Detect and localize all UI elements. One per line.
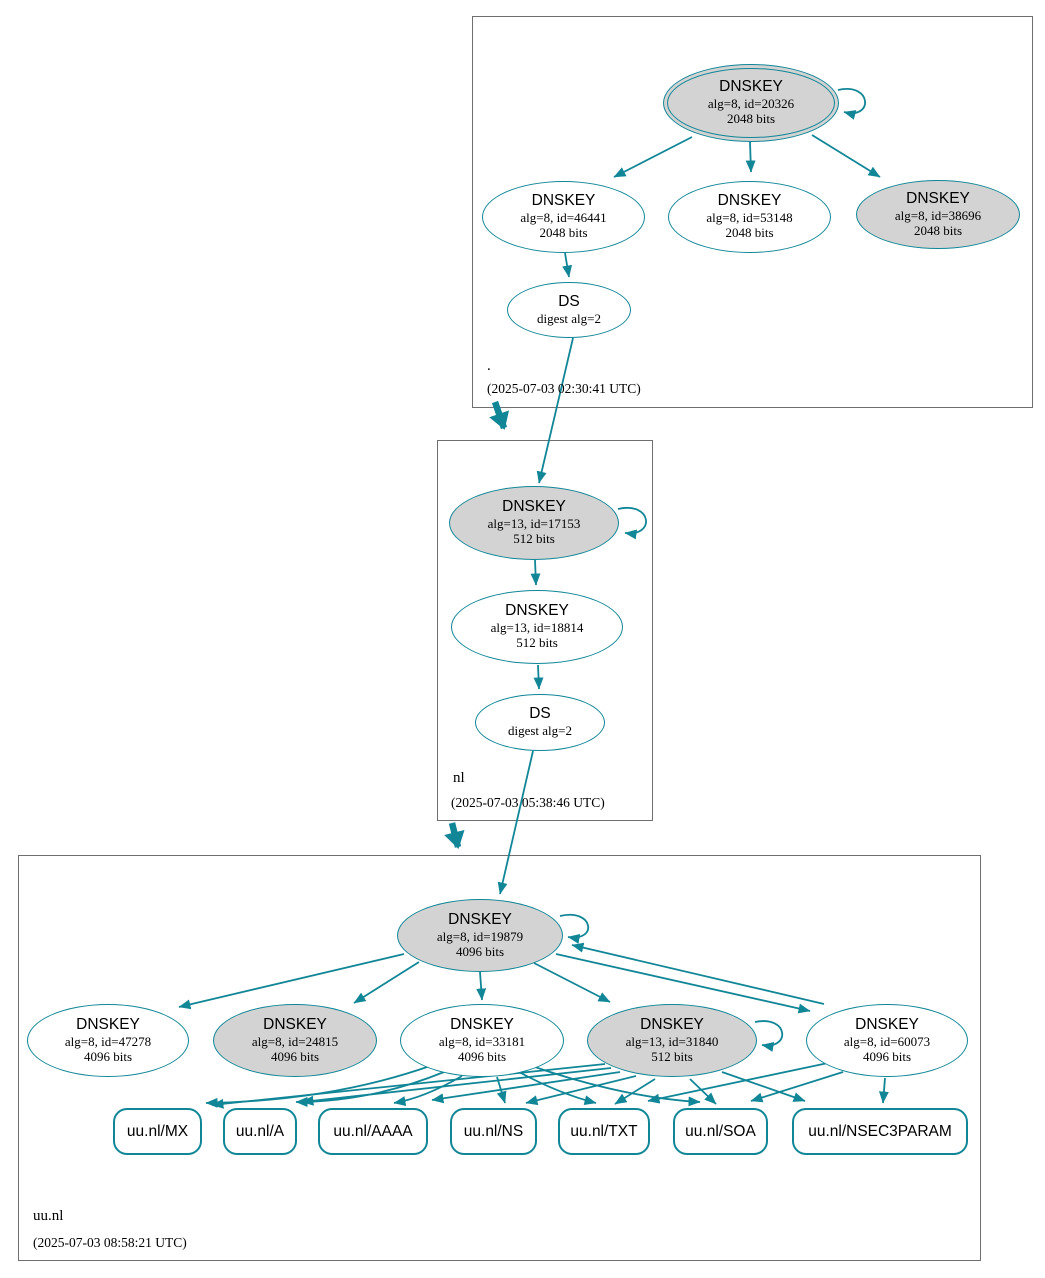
ds-title: DS	[529, 705, 551, 723]
edge-zone-nl-to-uu-nl	[444, 822, 465, 849]
dnskey-title: DNSKEY	[531, 192, 596, 210]
dnskey-node-38696[interactable]: DNSKEY alg=8, id=38696 2048 bits	[856, 180, 1020, 249]
dnskey-bits: 2048 bits	[726, 111, 776, 127]
dnskey-alg-id: alg=8, id=20326	[707, 96, 795, 112]
dnskey-title: DNSKEY	[502, 498, 566, 516]
dnskey-bits: 4096 bits	[862, 1048, 912, 1064]
dnskey-node-18814[interactable]: DNSKEY alg=13, id=18814 512 bits	[451, 590, 623, 664]
ds-title: DS	[558, 292, 580, 310]
ds-digest: digest alg=2	[536, 310, 602, 326]
ds-node-nl[interactable]: DS digest alg=2	[475, 694, 605, 751]
dnskey-title: DNSKEY	[505, 602, 569, 620]
dnskey-alg-id: alg=8, id=38696	[894, 207, 982, 223]
dnskey-title: DNSKEY	[448, 910, 512, 928]
dnskey-node-53148[interactable]: DNSKEY alg=8, id=53148 2048 bits	[668, 181, 831, 253]
dnskey-alg-id: alg=13, id=17153	[487, 516, 581, 532]
dnskey-node-46441[interactable]: DNSKEY alg=8, id=46441 2048 bits	[482, 181, 645, 253]
dnskey-alg-id: alg=8, id=33181	[438, 1033, 526, 1049]
dnskey-title: DNSKEY	[640, 1015, 704, 1033]
ds-node-root[interactable]: DS digest alg=2	[507, 282, 631, 338]
zone-label-uu-nl: uu.nl	[33, 1208, 64, 1224]
zone-timestamp-uu-nl: (2025-07-03 08:58:21 UTC)	[33, 1235, 187, 1250]
dnskey-title: DNSKEY	[906, 189, 970, 207]
ds-digest: digest alg=2	[507, 723, 573, 739]
rrset-uu-nl-soa[interactable]: uu.nl/SOA	[673, 1108, 768, 1155]
zone-timestamp-root: (2025-07-03 02:30:41 UTC)	[487, 381, 641, 396]
dnskey-title: DNSKEY	[717, 192, 782, 210]
rrset-uu-nl-a[interactable]: uu.nl/A	[223, 1108, 297, 1155]
dnskey-bits: 4096 bits	[83, 1048, 133, 1064]
dnskey-node-19879[interactable]: DNSKEY alg=8, id=19879 4096 bits	[397, 899, 563, 972]
dnskey-title: DNSKEY	[719, 78, 783, 96]
dnskey-bits: 2048 bits	[913, 222, 963, 238]
dnskey-title: DNSKEY	[263, 1015, 327, 1033]
zone-timestamp-nl: (2025-07-03 05:38:46 UTC)	[451, 795, 605, 810]
dnskey-bits: 512 bits	[651, 1048, 693, 1064]
dnskey-alg-id: alg=8, id=46441	[520, 210, 607, 226]
rrset-uu-nl-txt[interactable]: uu.nl/TXT	[558, 1108, 650, 1155]
dnskey-bits: 4096 bits	[455, 943, 505, 959]
dnskey-alg-id: alg=8, id=24815	[251, 1033, 339, 1049]
dnskey-alg-id: alg=8, id=19879	[436, 928, 524, 944]
rrset-uu-nl-aaaa[interactable]: uu.nl/AAAA	[318, 1108, 428, 1155]
dnskey-bits: 512 bits	[513, 531, 555, 547]
dnskey-bits: 2048 bits	[725, 225, 774, 241]
dnskey-alg-id: alg=8, id=53148	[706, 210, 793, 226]
zone-label-root: .	[487, 358, 491, 374]
dnskey-node-60073[interactable]: DNSKEY alg=8, id=60073 4096 bits	[806, 1004, 968, 1077]
dnskey-node-24815[interactable]: DNSKEY alg=8, id=24815 4096 bits	[213, 1004, 377, 1077]
rrset-uu-nl-mx[interactable]: uu.nl/MX	[113, 1108, 202, 1155]
rrset-uu-nl-ns[interactable]: uu.nl/NS	[450, 1108, 537, 1155]
dnskey-title: DNSKEY	[450, 1015, 514, 1033]
dnskey-title: DNSKEY	[76, 1015, 140, 1033]
dnskey-alg-id: alg=13, id=31840	[625, 1033, 719, 1049]
dnskey-bits: 4096 bits	[270, 1048, 320, 1064]
dnskey-alg-id: alg=8, id=47278	[64, 1033, 152, 1049]
dnskey-node-31840[interactable]: DNSKEY alg=13, id=31840 512 bits	[587, 1004, 757, 1077]
dnskey-title: DNSKEY	[855, 1015, 919, 1033]
rrset-uu-nl-nsec3param[interactable]: uu.nl/NSEC3PARAM	[792, 1108, 968, 1155]
dnskey-node-20326[interactable]: DNSKEY alg=8, id=20326 2048 bits	[663, 64, 839, 142]
dnskey-node-17153[interactable]: DNSKEY alg=13, id=17153 512 bits	[449, 486, 619, 560]
zone-box-root	[472, 16, 1033, 408]
dnskey-bits: 512 bits	[516, 635, 558, 651]
dnskey-node-33181[interactable]: DNSKEY alg=8, id=33181 4096 bits	[400, 1004, 564, 1077]
dnskey-node-47278[interactable]: DNSKEY alg=8, id=47278 4096 bits	[27, 1004, 189, 1077]
zone-label-nl: nl	[453, 770, 465, 786]
dnskey-bits: 4096 bits	[457, 1048, 507, 1064]
dnskey-alg-id: alg=13, id=18814	[490, 620, 584, 636]
dnskey-alg-id: alg=8, id=60073	[843, 1033, 931, 1049]
dnskey-bits: 2048 bits	[539, 225, 588, 241]
